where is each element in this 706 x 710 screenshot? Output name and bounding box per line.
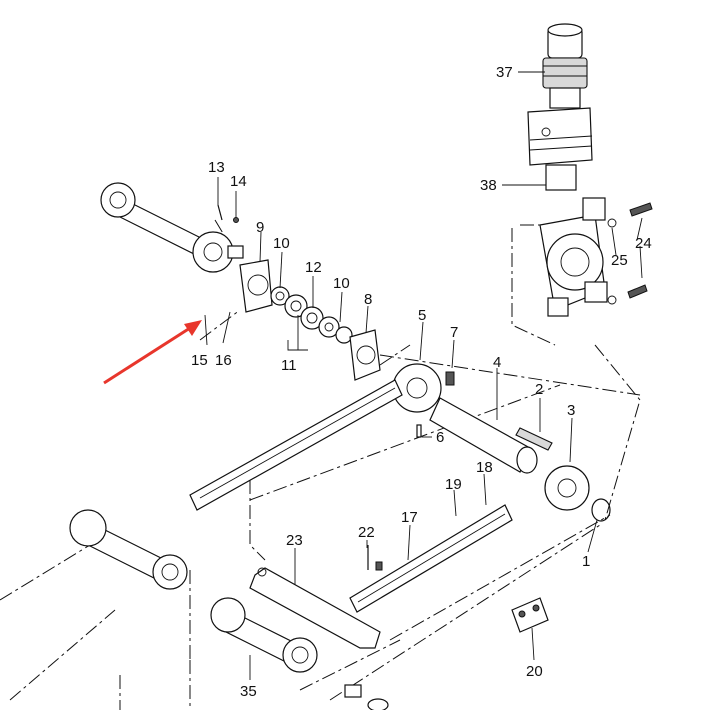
drive-chain-upper: [189, 379, 403, 511]
part-label-10b: 10: [333, 275, 350, 292]
part-label-18: 18: [476, 459, 493, 476]
part-label-17: 17: [401, 509, 418, 526]
lower-shaft-35: [210, 597, 389, 710]
bearing-housing-9: [217, 204, 273, 313]
part-label-20: 20: [526, 663, 543, 680]
bearing-seal-stack: [270, 286, 353, 344]
part-label-8: 8: [364, 291, 372, 308]
part-label-14: 14: [230, 173, 247, 190]
motor-flange-mount: [539, 197, 653, 317]
part-label-38: 38: [480, 177, 497, 194]
hydraulic-motor-assembly: [527, 23, 593, 191]
part-label-6: 6: [436, 429, 444, 446]
bearing-bracket-8: [349, 329, 381, 381]
sprocket-5: [392, 363, 455, 438]
upper-drive-shaft: [100, 182, 244, 273]
part-label-4: 4: [493, 354, 501, 371]
tension-plate-23: [249, 567, 381, 649]
bolt-22: [367, 545, 383, 571]
part-label-11: 11: [281, 357, 297, 374]
part-label-19: 19: [445, 476, 462, 493]
part-label-7: 7: [450, 324, 458, 341]
part-label-1: 1: [582, 553, 590, 570]
red-callout-arrow: [103, 320, 202, 385]
part-label-16: 16: [215, 352, 232, 369]
part-label-37: 37: [496, 64, 513, 81]
part-label-3: 3: [567, 402, 575, 419]
part-label-5: 5: [418, 307, 426, 324]
part-label-15: 15: [191, 352, 208, 369]
drive-shaft-4: [429, 397, 611, 522]
connecting-link-20: [511, 597, 549, 633]
part-label-25: 25: [611, 252, 628, 269]
part-label-10a: 10: [273, 235, 290, 252]
part-label-35: 35: [240, 683, 257, 700]
part-label-22: 22: [358, 524, 375, 541]
assembly-guide-lines: [0, 219, 641, 710]
drive-chain-17: [349, 504, 513, 613]
part-label-9: 9: [256, 219, 264, 236]
part-label-24: 24: [635, 235, 652, 252]
leader-lines: [204, 71, 643, 680]
part-label-23: 23: [286, 532, 303, 549]
part-number-labels: 37 38 24 25 13 14 9 10 12 10 8 11 15 16 …: [191, 64, 652, 700]
part-label-2: 2: [535, 381, 543, 398]
part-label-13: 13: [208, 159, 225, 176]
lower-left-shaft: [69, 509, 188, 590]
part-label-12: 12: [305, 259, 322, 276]
